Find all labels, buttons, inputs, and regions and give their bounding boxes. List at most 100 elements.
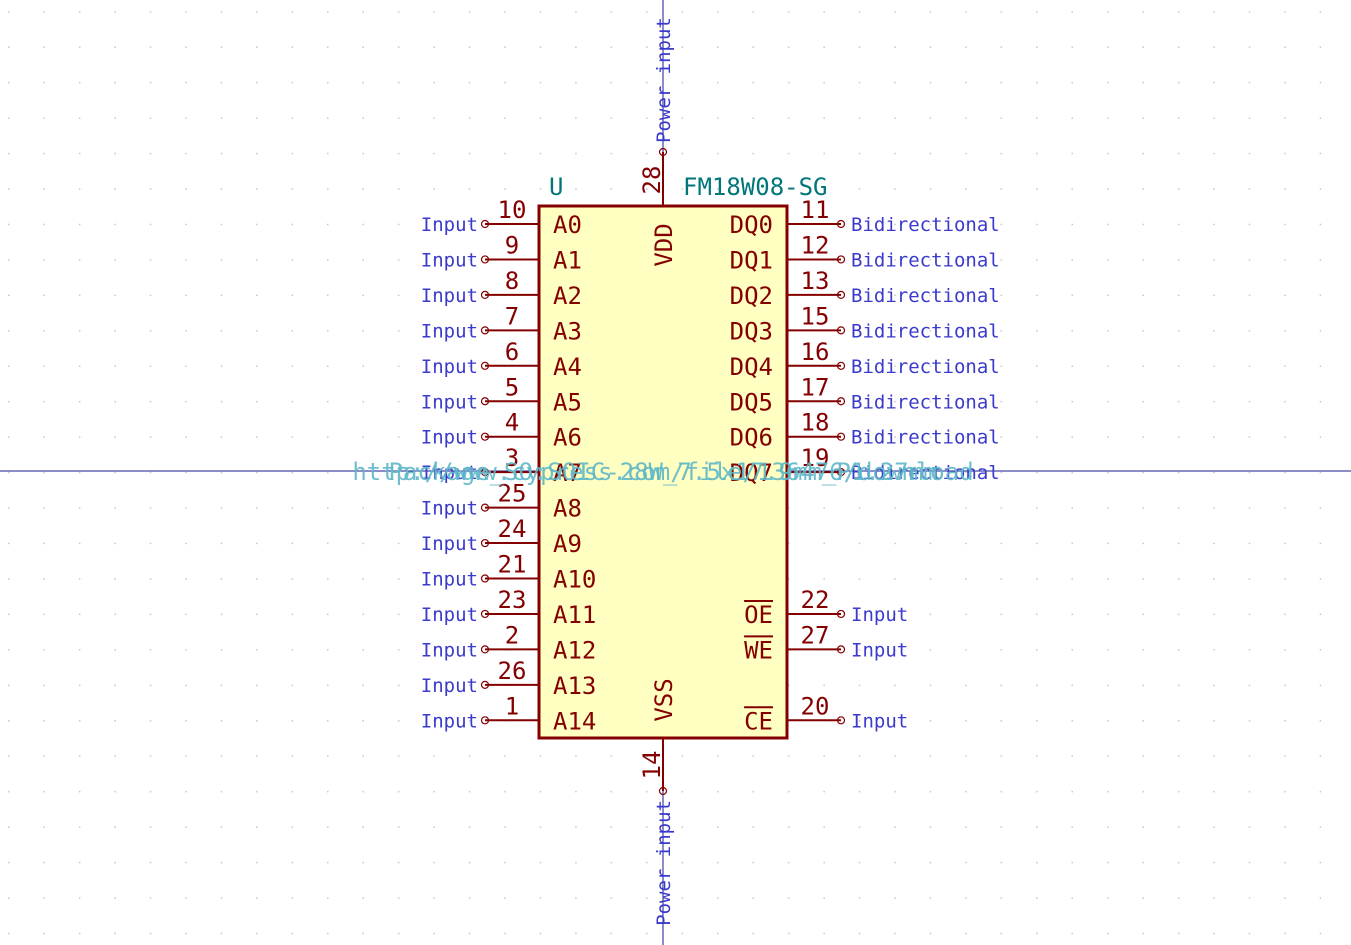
pin-vdd-endpoint[interactable]	[658, 147, 668, 157]
pin-endpoint[interactable]	[836, 716, 846, 725]
pin-endpoint[interactable]	[836, 361, 846, 370]
footprint-field[interactable]: Package_SO:SOIC-28W_7.5x17.9mm_P1.27mm	[388, 458, 937, 486]
pin-endpoint[interactable]	[480, 326, 490, 335]
grid-dot	[823, 684, 825, 687]
pin-vss[interactable]: VSS 14 Power input	[638, 678, 678, 926]
grid-dot	[1107, 861, 1109, 864]
grid-dot	[894, 826, 896, 828]
reference-field[interactable]: U	[549, 173, 563, 201]
pin-endpoint[interactable]	[480, 609, 490, 619]
pin-endpoint[interactable]	[480, 503, 490, 512]
grid-dot	[327, 400, 329, 403]
grid-dot	[1107, 330, 1109, 332]
grid-dot	[1319, 649, 1322, 651]
grid-dot	[929, 330, 932, 332]
grid-dot	[1142, 861, 1144, 864]
pin-endpoint[interactable]	[480, 574, 490, 583]
grid-dot	[185, 861, 187, 864]
grid-dot	[291, 684, 294, 687]
grid-dot	[468, 330, 471, 332]
grid-dot	[646, 117, 648, 119]
grid-dot	[1213, 578, 1215, 580]
pin-endpoint[interactable]	[836, 645, 846, 654]
pin-vdd-name: VDD	[650, 223, 678, 266]
grid-dot	[965, 188, 967, 190]
grid-dot	[1319, 613, 1322, 616]
pin-endpoint[interactable]	[480, 361, 490, 370]
grid-dot	[1248, 861, 1251, 864]
grid-dot	[327, 223, 329, 226]
pin-endpoint[interactable]	[480, 290, 490, 299]
pin-endpoint[interactable]	[480, 432, 490, 441]
pin-endpoint[interactable]	[480, 680, 490, 689]
pin-endpoint[interactable]	[836, 397, 846, 406]
pin-endpoint[interactable]	[480, 397, 490, 406]
grid-dot	[1107, 826, 1109, 828]
grid-dot	[468, 861, 471, 864]
grid-dot	[291, 11, 294, 13]
grid-dot	[1071, 259, 1073, 261]
grid-dot	[114, 932, 116, 935]
pin-endpoint[interactable]	[836, 219, 846, 229]
grid-dot	[1319, 720, 1322, 722]
pin-number: 12	[801, 231, 830, 259]
pin-endpoint[interactable]	[836, 609, 846, 619]
grid-dot	[78, 507, 81, 509]
pin-endpoint[interactable]	[836, 255, 846, 264]
grid-dot	[504, 861, 506, 864]
symbol-body[interactable]	[537, 204, 789, 740]
pin-type: Input	[421, 214, 478, 236]
datasheet-field[interactable]: http://www.cypress.com/file/136476/downl…	[352, 458, 973, 486]
pin-endpoint[interactable]	[836, 432, 846, 441]
value-field[interactable]: FM18W08-SG	[683, 173, 828, 201]
pin-endpoint[interactable]	[480, 538, 490, 548]
grid-dot	[78, 152, 81, 155]
grid-dot	[291, 932, 294, 935]
pin-vss-endpoint[interactable]	[658, 786, 668, 796]
pin-endpoint[interactable]	[836, 290, 846, 299]
grid-dot	[681, 861, 684, 864]
pin-type: Input	[851, 710, 908, 732]
grid-dot	[43, 365, 45, 367]
pin-endpoint[interactable]	[836, 326, 846, 335]
pin-endpoint[interactable]	[480, 645, 490, 654]
ic-symbol[interactable]: A010InputA19InputA28InputA37InputA46Inpu…	[352, 17, 999, 926]
pin-endpoint[interactable]	[836, 468, 846, 477]
pin-endpoint[interactable]	[480, 219, 490, 229]
grid-dot	[468, 790, 471, 793]
pin-endpoint[interactable]	[480, 255, 490, 264]
grid-dot	[78, 400, 81, 403]
pin-endpoint[interactable]	[480, 468, 490, 477]
grid-dot	[433, 330, 435, 332]
pin-endpoint[interactable]	[480, 716, 490, 725]
grid-dot	[1213, 471, 1215, 474]
pin-vdd[interactable]: VDD 28 Power input	[638, 17, 678, 267]
